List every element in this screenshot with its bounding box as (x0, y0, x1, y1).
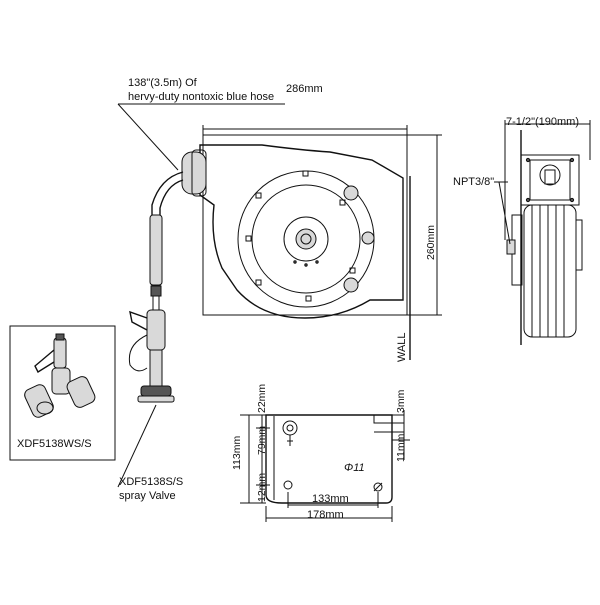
bracket-dim-178: 178mm (307, 509, 344, 521)
valve-model-label: XDF5138S/S (119, 476, 184, 488)
hub-bolt (300, 233, 312, 245)
bracket-dim-12: 12mm (256, 472, 268, 502)
bracket-dim-3: 3mm (395, 389, 407, 413)
bracket-dim-133: 133mm (312, 493, 349, 505)
valve-description-label: spray Valve (119, 490, 176, 502)
spray-head (140, 385, 172, 397)
bracket-dim-11: 11mm (395, 433, 407, 462)
reel-hub (283, 216, 329, 262)
wall-label: WALL (396, 332, 408, 362)
hose-bend (151, 171, 184, 290)
height-dimension-label: 260mm (425, 224, 437, 260)
mount-nut-bottom (343, 277, 359, 293)
mounting-bracket (240, 410, 410, 522)
hose-length-label: 138"(3.5m) Of (128, 77, 197, 89)
mount-nut-top (343, 185, 359, 201)
side-drum (523, 204, 577, 338)
depth-dimension-label: 7-1/2"(190mm) (506, 116, 579, 128)
reel-side-view (494, 120, 591, 345)
hose-sleeve (149, 214, 163, 286)
reel-front-view (117, 103, 442, 360)
width-dimension-label: 286mm (286, 83, 323, 95)
wall-plate-outline (202, 134, 408, 316)
inset-model-label: XDF5138WS/S (17, 438, 92, 450)
valve-body (146, 309, 166, 351)
hose-description-label: hervy-duty nontoxic blue hose (128, 91, 275, 103)
bracket-dim-79: 79mm (256, 425, 268, 455)
hose-guide-cap (191, 149, 207, 197)
hole-diameter-label: Φ11 (344, 462, 365, 474)
hose-fitting (150, 285, 162, 297)
hub-nut (295, 228, 317, 250)
thread-size-label: NPT3/8" (453, 176, 495, 188)
valve-stem (149, 349, 163, 387)
bracket-plate (265, 414, 393, 504)
hose-guide (181, 151, 207, 195)
valve-lever (129, 310, 148, 331)
reel-drum-inner (251, 184, 361, 294)
valve-handle (128, 334, 148, 372)
inset-box (9, 325, 116, 461)
keyhole-slot (282, 420, 298, 436)
mount-nut-right (361, 231, 375, 245)
bracket-dim-113: 113mm (231, 435, 243, 470)
bracket-dim-22: 22mm (256, 383, 268, 413)
hose-and-valve (117, 171, 184, 488)
reel-housing (199, 144, 404, 319)
